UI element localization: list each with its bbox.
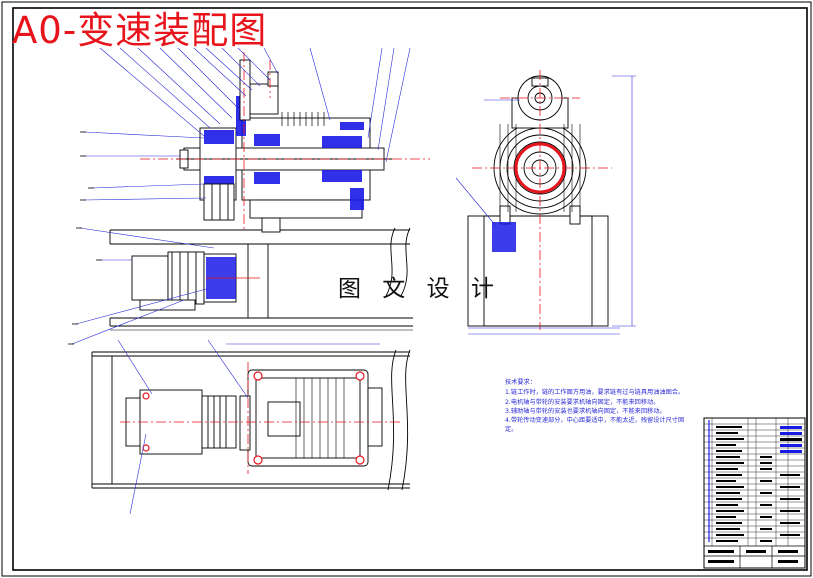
- requirement-item: 3.辅助轴与带轮的安装也要求机轴向固定，不能来回移动。: [505, 407, 666, 415]
- requirement-item: 2.电机轴与带轮的安装要求机轴向固定，不能来回移动。: [505, 398, 660, 406]
- requirement-item: 4.带轮传动变速部分，中心距要适中，不能太近，残留设计尺寸固定。: [505, 417, 685, 434]
- top-view: [91, 339, 411, 515]
- technical-requirements-heading: 技术要求：: [505, 379, 536, 386]
- parts-list-marks: [708, 420, 802, 563]
- technical-requirements: 技术要求： 1.链工作时，链的工作面方用油，要求链有过与链具用油油图合。 2.电…: [505, 378, 685, 435]
- title-block: [703, 417, 806, 569]
- requirement-item: 1.链工作时，链的工作面方用油，要求链有过与链具用油油图合。: [505, 389, 685, 397]
- front-view: [68, 47, 430, 345]
- watermark-text: 图 文 设 计: [338, 276, 501, 302]
- drawing-title: A0-变速装配图: [12, 9, 268, 52]
- inner-frame: [12, 7, 808, 571]
- side-view: [455, 70, 636, 335]
